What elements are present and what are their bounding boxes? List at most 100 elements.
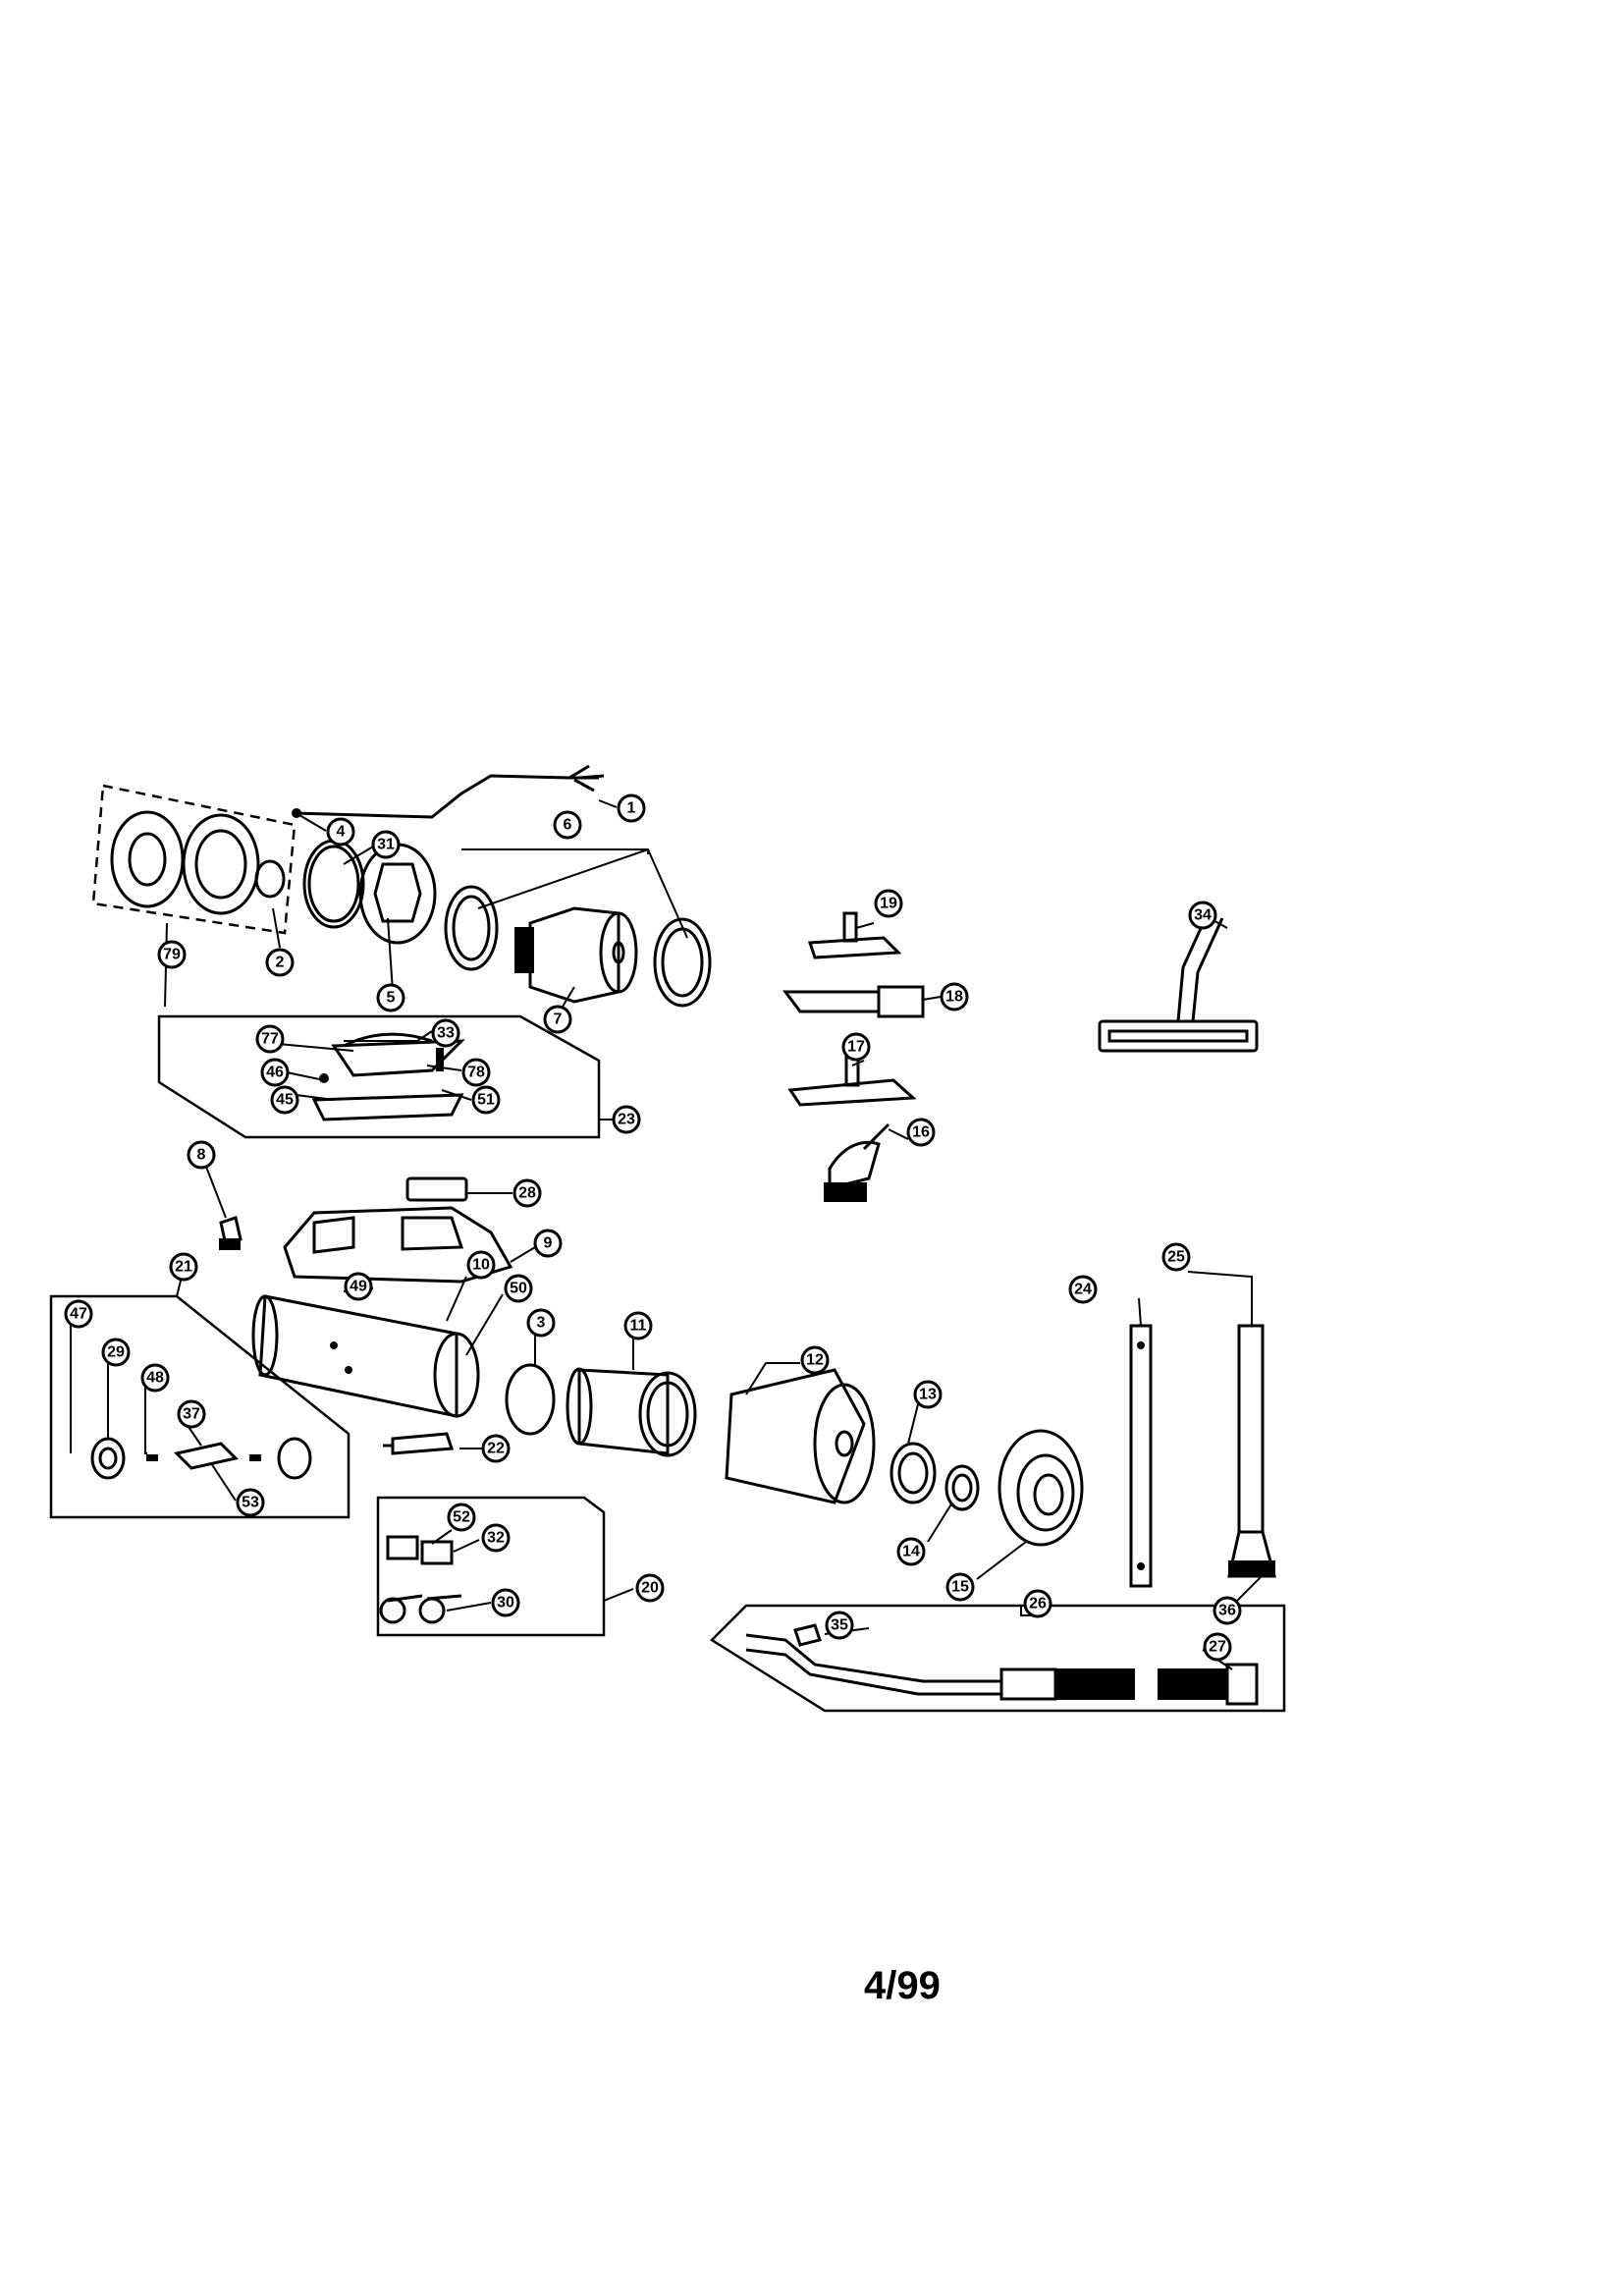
callout-49: 49 (344, 1272, 373, 1301)
svg-text:4: 4 (337, 824, 346, 841)
leader-lines (70, 799, 1263, 1670)
callout-47: 47 (64, 1299, 93, 1329)
wand-tube-long (1227, 1324, 1276, 1578)
svg-text:12: 12 (806, 1352, 824, 1369)
svg-text:25: 25 (1167, 1249, 1185, 1266)
end-cap (998, 1429, 1084, 1547)
svg-text:17: 17 (847, 1039, 865, 1056)
svg-text:79: 79 (163, 947, 181, 963)
svg-text:77: 77 (261, 1031, 279, 1048)
svg-text:32: 32 (487, 1530, 505, 1547)
callout-24: 24 (1068, 1275, 1098, 1304)
callout-2: 2 (265, 948, 295, 977)
svg-text:52: 52 (453, 1509, 470, 1526)
filter-ring (505, 1363, 556, 1436)
callout-13: 13 (913, 1380, 943, 1409)
callout-20: 20 (635, 1573, 665, 1603)
callout-21: 21 (169, 1252, 198, 1282)
handle-assembly-box (157, 1014, 601, 1139)
callout-4: 4 (326, 817, 355, 847)
svg-text:26: 26 (1029, 1596, 1047, 1613)
svg-text:24: 24 (1074, 1282, 1092, 1298)
callout-33: 33 (431, 1018, 460, 1048)
callout-48: 48 (140, 1363, 170, 1393)
motor-bumper-rings (444, 885, 712, 1008)
svg-text:19: 19 (880, 896, 897, 912)
callout-45: 45 (270, 1085, 299, 1115)
svg-text:16: 16 (912, 1124, 930, 1141)
callout-16: 16 (906, 1118, 936, 1147)
svg-text:50: 50 (510, 1281, 527, 1297)
callout-12: 12 (800, 1345, 830, 1375)
svg-text:47: 47 (70, 1306, 87, 1323)
svg-text:21: 21 (175, 1259, 192, 1276)
handle-grip-pad (405, 1176, 468, 1202)
callout-31: 31 (371, 830, 401, 859)
dashed-assembly-box (91, 784, 297, 935)
callout-19: 19 (874, 889, 903, 918)
callout-25: 25 (1161, 1242, 1191, 1272)
filter-cartridge (566, 1367, 697, 1457)
svg-text:10: 10 (472, 1257, 490, 1274)
callout-11: 11 (623, 1311, 653, 1340)
callout-9: 9 (533, 1229, 563, 1258)
callout-37: 37 (177, 1399, 206, 1429)
callout-15: 15 (945, 1572, 975, 1602)
svg-text:53: 53 (242, 1495, 259, 1511)
callout-53: 53 (236, 1488, 265, 1517)
callout-23: 23 (612, 1105, 641, 1134)
page-number: 4/99 (864, 1964, 941, 2007)
callout-29: 29 (101, 1338, 131, 1367)
wand-tube-short (1129, 1324, 1153, 1588)
svg-text:20: 20 (641, 1580, 659, 1597)
svg-text:2: 2 (276, 955, 285, 971)
dusting-brush (824, 1122, 890, 1202)
callout-52: 52 (447, 1503, 476, 1532)
gasket-ring (302, 839, 365, 929)
callout-78: 78 (461, 1058, 491, 1087)
callout-6: 6 (553, 810, 582, 840)
callout-26: 26 (1023, 1589, 1052, 1618)
canister-body (251, 1294, 480, 1418)
upper-housing (283, 1206, 513, 1284)
callout-77: 77 (255, 1024, 285, 1054)
svg-text:28: 28 (518, 1185, 536, 1202)
svg-text:29: 29 (107, 1344, 125, 1361)
svg-text:33: 33 (437, 1025, 455, 1042)
callout-28: 28 (512, 1178, 542, 1208)
svg-text:1: 1 (627, 800, 636, 817)
callout-51: 51 (471, 1085, 501, 1115)
svg-text:3: 3 (537, 1315, 546, 1332)
callout-34: 34 (1188, 901, 1217, 930)
svg-text:15: 15 (951, 1579, 969, 1596)
callout-7: 7 (543, 1005, 572, 1034)
power-cord (292, 764, 605, 819)
svg-text:6: 6 (564, 817, 572, 834)
crevice-tool (782, 985, 925, 1018)
callout-46: 46 (260, 1058, 290, 1087)
svg-text:23: 23 (618, 1112, 635, 1128)
svg-text:48: 48 (146, 1370, 164, 1387)
svg-text:51: 51 (477, 1092, 495, 1109)
floor-tool-small (807, 911, 902, 959)
callout-36: 36 (1213, 1596, 1242, 1625)
callout-50: 50 (504, 1274, 533, 1303)
svg-text:5: 5 (387, 990, 396, 1007)
callout-32: 32 (481, 1523, 511, 1553)
callout-18: 18 (940, 982, 969, 1011)
caster-assembly-box (376, 1496, 606, 1637)
svg-text:30: 30 (497, 1595, 514, 1612)
callout-8: 8 (187, 1140, 216, 1170)
svg-text:18: 18 (945, 989, 963, 1006)
svg-text:11: 11 (630, 1318, 647, 1335)
callout-30: 30 (491, 1588, 520, 1617)
callout-10: 10 (466, 1250, 496, 1280)
motor (514, 906, 638, 1004)
rear-seal-rings (890, 1442, 980, 1511)
hose-assembly-box (710, 1604, 1286, 1713)
svg-text:22: 22 (487, 1441, 505, 1457)
svg-text:34: 34 (1194, 907, 1212, 924)
cord-strain-relief (383, 1432, 455, 1455)
svg-text:27: 27 (1209, 1639, 1226, 1656)
